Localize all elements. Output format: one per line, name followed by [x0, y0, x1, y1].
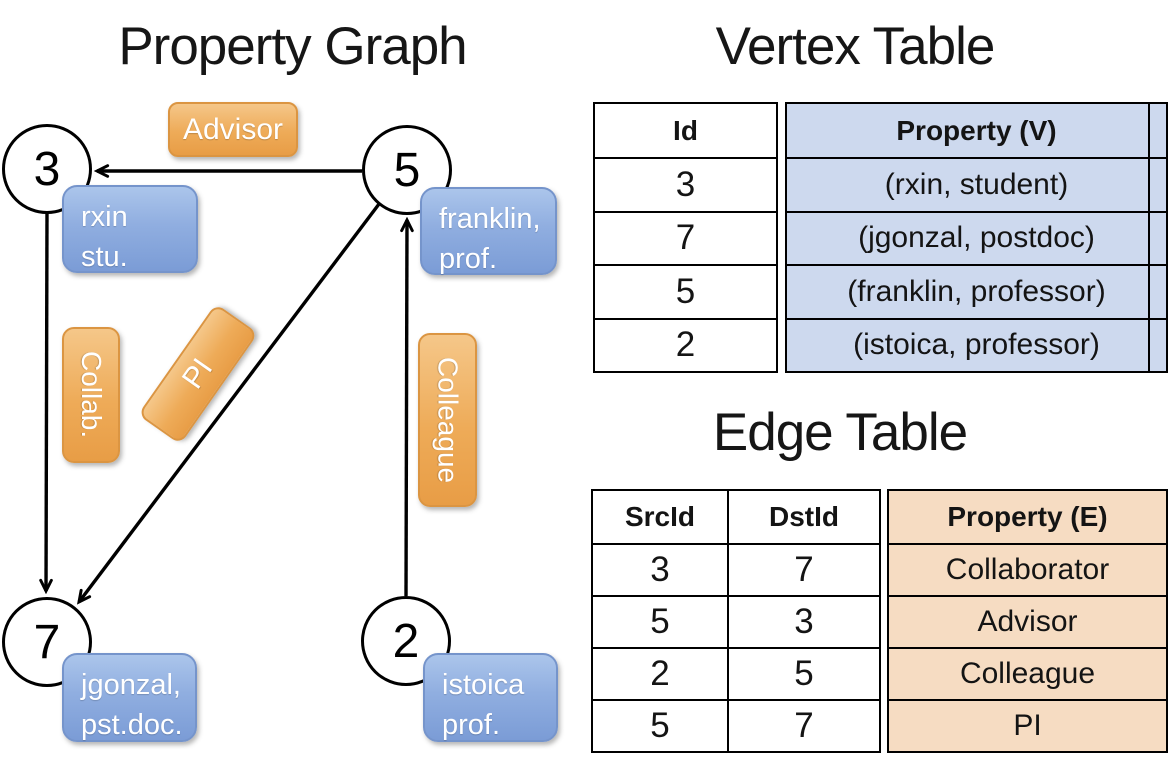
vertex-property-box-jgonzal: jgonzal, pst.doc.	[62, 653, 197, 742]
edge-table-dstid-cell: 5	[727, 647, 879, 699]
vertex-property-box-istoica: istoica prof.	[423, 653, 558, 742]
vertex-table-id-cell: 3	[595, 157, 776, 210]
vertex-property-box-rxin: rxin stu.	[62, 185, 198, 273]
node-2-label: 2	[392, 614, 420, 668]
vertex-table-header-property: Property (V)	[896, 114, 1057, 146]
edge-table-dstid-cell: 7	[727, 699, 879, 751]
edge-label-advisor: Advisor	[168, 102, 298, 157]
vertex-table-header-id: Id	[673, 114, 698, 146]
node-5-label: 5	[393, 143, 421, 197]
edge-label-colleague: Colleague	[418, 333, 477, 507]
vertex-property-line: prof.	[442, 709, 501, 742]
vertex-table-property-cell: (rxin, student)	[787, 157, 1166, 210]
edge-table-dstid-cell: 3	[727, 595, 879, 647]
node-3-label: 3	[33, 142, 61, 196]
edge-table-title: Edge Table	[712, 403, 968, 462]
edge-label-collab: Collab.	[62, 327, 120, 463]
edge-table-dstid-cell: 7	[727, 543, 879, 595]
edge-table-header-srcid: SrcId	[624, 501, 696, 532]
vertex-property-line: pst.doc.	[81, 709, 183, 742]
vertex-property-line: prof.	[439, 243, 498, 276]
vertex-table-property-cell: (franklin, professor)	[787, 264, 1166, 317]
vertex-table-id-cell: 7	[595, 210, 776, 264]
edge-table-srcid-cell: 5	[593, 595, 727, 647]
edge-label-text: Collab.	[76, 351, 107, 439]
edge-table-property-cell: PI	[889, 699, 1166, 751]
vertex-table-id-column: Id 3 7 5 2	[593, 102, 778, 373]
vertex-table-property-cell: (jgonzal, postdoc)	[787, 210, 1166, 264]
edge-table-property-cell: Colleague	[889, 647, 1166, 699]
edge-label-text: Advisor	[182, 112, 284, 146]
edge-table-srcid-cell: 3	[593, 543, 727, 595]
edge-table-id-columns: SrcId DstId 3 7 5 3 2 5 5 7	[591, 489, 881, 753]
edge-table-property-cell: Collaborator	[889, 543, 1166, 595]
edge-table-srcid-cell: 5	[593, 699, 727, 751]
vertex-property-line: stu.	[81, 241, 128, 274]
vertex-property-line: istoica	[442, 669, 525, 701]
graph-edges-svg	[0, 0, 585, 760]
vertex-table-id-cell: 5	[595, 264, 776, 317]
edge-pi-line	[79, 202, 381, 602]
edge-table-property-cell: Advisor	[889, 595, 1166, 647]
edge-collab-line	[46, 211, 47, 591]
vertex-property-box-franklin: franklin, prof.	[420, 187, 557, 275]
vertex-property-line: franklin,	[439, 203, 541, 235]
vertex-property-line: rxin	[81, 201, 128, 233]
property-graph-title: Property Graph	[118, 17, 467, 76]
edge-label-text: PI	[175, 352, 220, 395]
node-7-label: 7	[33, 615, 61, 669]
graph-node-5: 5	[362, 125, 452, 215]
vertex-property-line: jgonzal,	[81, 669, 181, 701]
graph-node-2: 2	[361, 596, 451, 686]
vertex-table-property-cell: (istoica, professor)	[787, 317, 1166, 371]
edge-label-text: Colleague	[432, 356, 464, 484]
edge-table-header-dstid: DstId	[727, 491, 879, 543]
edge-table-header-property: Property (E)	[947, 501, 1108, 532]
vertex-table-property-column: Property (V) (rxin, student) (jgonzal, p…	[785, 102, 1168, 373]
vertex-table-right-inner-border	[1148, 102, 1150, 373]
vertex-table-title: Vertex Table	[715, 17, 996, 76]
edge-colleague-line	[406, 220, 407, 597]
vertex-table-id-cell: 2	[595, 317, 776, 371]
edge-table-property-column: Property (E) Collaborator Advisor Collea…	[887, 489, 1168, 753]
edge-table-srcid-cell: 2	[593, 647, 727, 699]
